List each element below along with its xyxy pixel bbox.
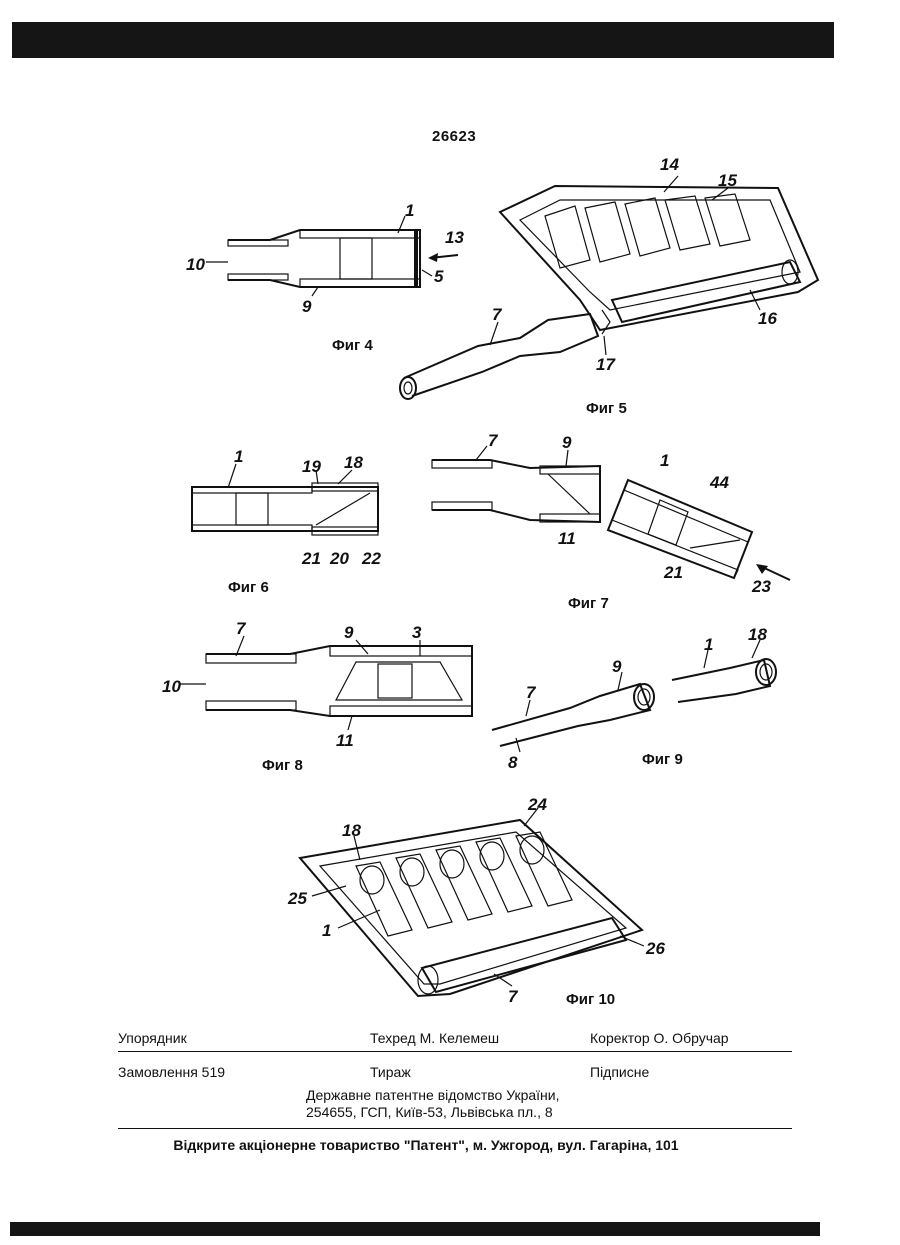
printer-line: Відкрите акціонерне товариство "Патент",… — [0, 1137, 876, 1153]
fig7-label-21: 21 — [663, 563, 683, 582]
figure-6: 1 19 18 21 20 22 Фиг 6 — [192, 447, 381, 596]
fig5-label-17: 17 — [596, 355, 616, 374]
fig4-label-1: 1 — [405, 201, 414, 220]
fig5-label-16: 16 — [758, 309, 777, 328]
fig4-label-10: 10 — [186, 255, 205, 274]
fig9-label-1: 1 — [704, 635, 713, 654]
fig8-label-7: 7 — [236, 619, 247, 638]
fig6-label-1: 1 — [234, 447, 243, 466]
fig6-label-22: 22 — [361, 549, 381, 568]
fig4-label-9: 9 — [302, 297, 312, 316]
fig8-caption: Фиг 8 — [262, 757, 303, 774]
fig6-label-18: 18 — [344, 453, 363, 472]
fig10-caption: Фиг 10 — [566, 991, 615, 1008]
order-number: Замовлення 519 — [118, 1064, 225, 1080]
fig10-label-25: 25 — [287, 889, 307, 908]
fig8-label-9: 9 — [344, 623, 354, 642]
fig4-label-13: 13 — [445, 228, 464, 247]
office-line-2: 254655, ГСП, Київ-53, Львівська пл., 8 — [306, 1104, 553, 1120]
fig8-label-11: 11 — [336, 731, 354, 750]
fig6-label-19: 19 — [302, 457, 321, 476]
fig7-label-23: 23 — [751, 577, 771, 596]
fig5-label-7: 7 — [492, 305, 503, 324]
fig10-label-18: 18 — [342, 821, 361, 840]
fig5-label-15: 15 — [718, 171, 737, 190]
fig10-label-24: 24 — [527, 795, 547, 814]
bottom-black-bar — [10, 1222, 820, 1236]
fig8-label-10: 10 — [162, 677, 181, 696]
fig7-caption: Фиг 7 — [568, 595, 609, 612]
divider-rule — [118, 1128, 792, 1129]
figure-4: 1 13 10 5 9 Фиг 4 — [186, 201, 464, 354]
proofreader: Коректор О. Обручар — [590, 1030, 729, 1046]
fig10-label-1: 1 — [322, 921, 331, 940]
fig5-caption: Фиг 5 — [586, 400, 627, 417]
fig9-label-7: 7 — [526, 683, 537, 702]
compiler-label: Упорядник — [118, 1030, 187, 1046]
fig7-label-44: 44 — [709, 473, 729, 492]
figure-10: 24 18 25 1 26 7 Фиг 10 — [287, 795, 665, 1008]
fig10-label-7: 7 — [508, 987, 519, 1006]
fig10-label-26: 26 — [645, 939, 665, 958]
fig6-label-20: 20 — [329, 549, 349, 568]
divider-rule — [118, 1051, 792, 1052]
fig7-label-11: 11 — [558, 529, 576, 548]
figure-5: 14 15 16 7 17 Фиг 5 — [400, 155, 818, 417]
fig8-label-3: 3 — [412, 623, 422, 642]
fig4-label-5: 5 — [434, 267, 444, 286]
techeditor: Техред М. Келемеш — [370, 1030, 499, 1046]
fig7-label-7: 7 — [488, 431, 499, 450]
figure-8: 7 9 3 10 11 Фиг 8 — [162, 619, 472, 774]
circulation: Тираж — [370, 1064, 411, 1080]
fig9-label-18: 18 — [748, 625, 767, 644]
figure-7: 7 9 11 1 44 21 23 Фиг 7 — [432, 431, 790, 612]
subscription: Підписне — [590, 1064, 649, 1080]
fig9-label-8: 8 — [508, 753, 518, 772]
fig5-label-14: 14 — [660, 155, 679, 174]
fig7-label-9: 9 — [562, 433, 572, 452]
fig7-label-1: 1 — [660, 451, 669, 470]
fig6-caption: Фиг 6 — [228, 579, 269, 596]
fig9-label-9: 9 — [612, 657, 622, 676]
fig4-caption: Фиг 4 — [332, 337, 373, 354]
figure-9: 7 9 8 1 18 Фиг 9 — [492, 625, 776, 772]
fig9-caption: Фиг 9 — [642, 751, 683, 768]
fig6-label-21: 21 — [301, 549, 321, 568]
office-line-1: Державне патентне відомство України, — [306, 1087, 560, 1103]
